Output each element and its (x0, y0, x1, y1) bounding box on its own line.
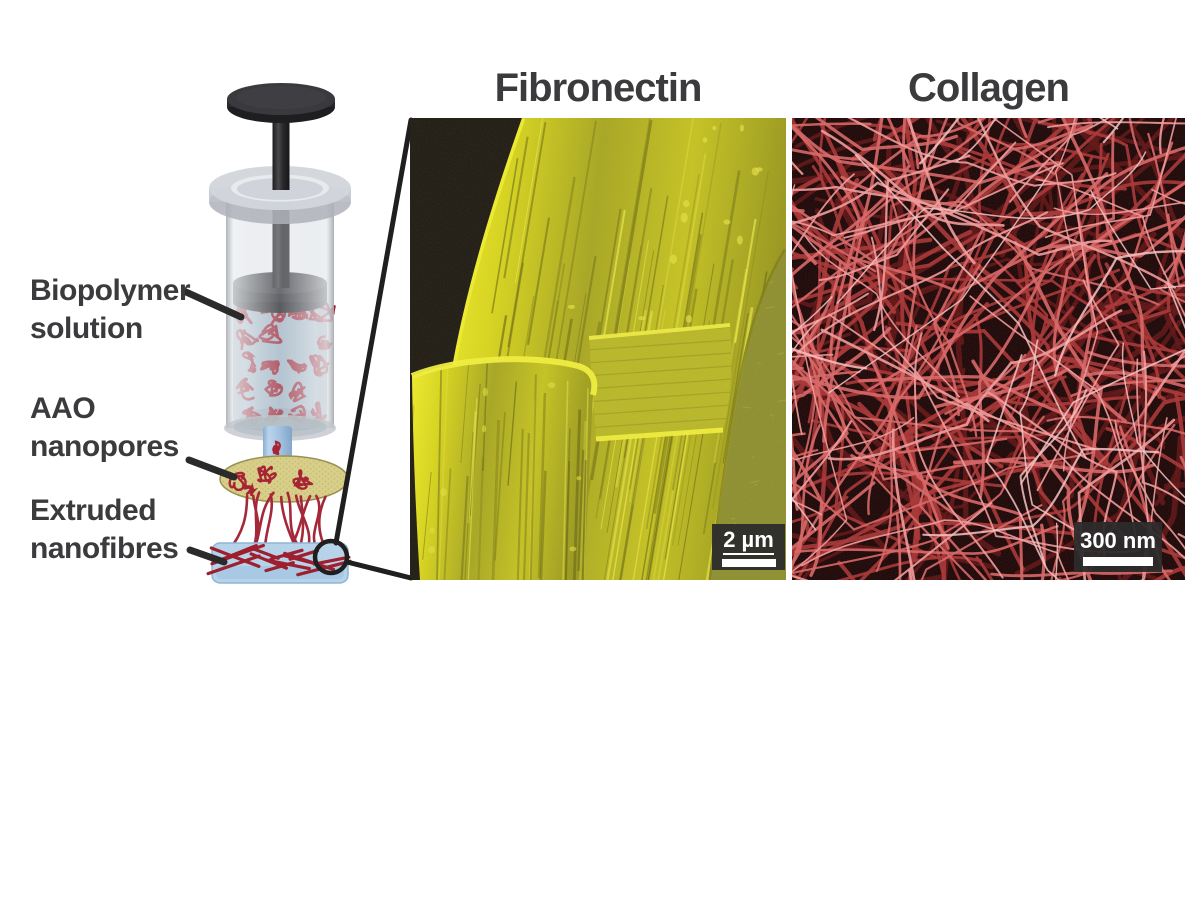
panel-title-fibronectin: Fibronectin (494, 66, 703, 110)
scalebar-fibronectin: 2 µm (712, 524, 785, 570)
label-extruded-nanofibres: Extruded nanofibres (30, 494, 179, 565)
scalebar-collagen-label: 300 nm (1080, 527, 1156, 553)
sem-panel-fibronectin (410, 118, 786, 580)
scalebar-fibronectin-label: 2 µm (723, 527, 774, 555)
plunger-handle (227, 83, 335, 123)
nozzle-coil (272, 440, 281, 456)
leader-lines (182, 288, 245, 566)
fibronectin-micrograph (410, 118, 786, 580)
scalebar-collagen: 300 nm (1074, 522, 1162, 572)
collagen-micrograph (792, 118, 1185, 580)
syringe-barrel (224, 188, 336, 441)
membrane-coils (228, 465, 314, 497)
plunger-rod-upper (272, 106, 290, 190)
label-biopolymer-solution: Biopolymer solution (30, 274, 191, 345)
sem-panel-collagen (792, 118, 1185, 580)
magnifier-circle-icon (312, 538, 350, 576)
scalebar-collagen-bar (1083, 556, 1153, 566)
label-aao-nanopores: AAO nanopores (30, 392, 179, 463)
scalebar-fibronectin-bar (721, 558, 776, 567)
zoom-callout-lines (333, 117, 414, 581)
panel-title-collagen: Collagen (908, 66, 1070, 110)
syringe-flange (209, 166, 351, 224)
deposited-nanofibres (206, 543, 352, 577)
